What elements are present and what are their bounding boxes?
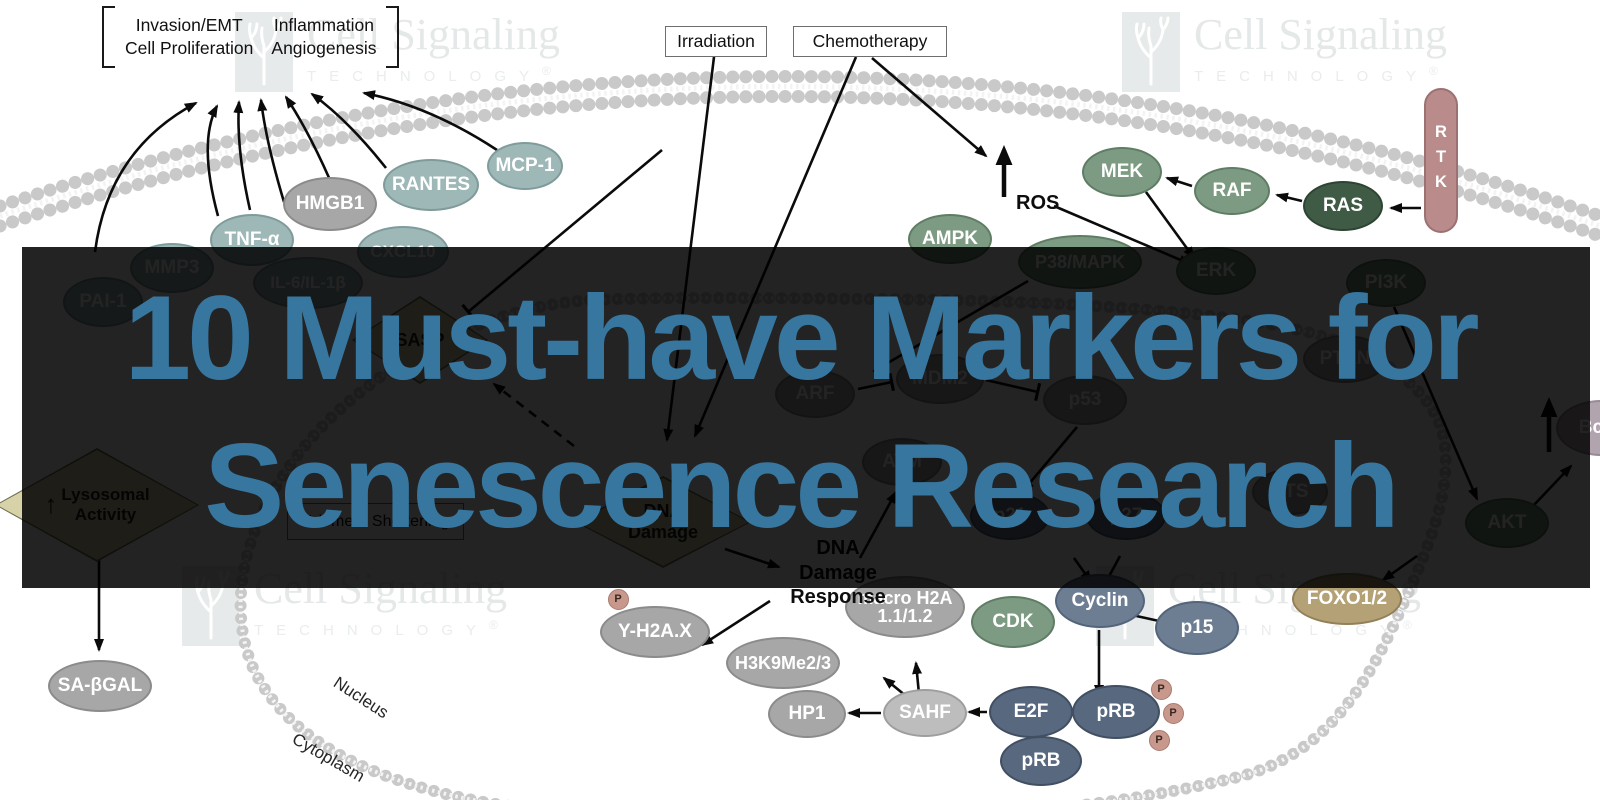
irradiation-label: Irradiation — [677, 31, 755, 51]
bracket-left — [102, 6, 115, 68]
node-prb2: pRB — [1000, 736, 1082, 786]
phospho-mark: P — [1162, 702, 1184, 724]
banner-title-line1: 10 Must-have Markers for — [124, 271, 1479, 405]
node-cdk: CDK — [971, 596, 1055, 648]
rtk-letter: K — [1435, 173, 1447, 191]
node-raf: RAF — [1194, 167, 1270, 215]
node-hp1: HP1 — [768, 690, 846, 738]
dark-banner-overlay — [22, 247, 1590, 588]
bracket-right — [386, 6, 400, 68]
node-hmgb1: HMGB1 — [283, 177, 377, 231]
node-e2f: E2F — [989, 686, 1073, 738]
phospho-mark: P — [1150, 678, 1172, 700]
chemotherapy-box: Chemotherapy — [793, 26, 947, 57]
rtk-letter: R — [1435, 123, 1447, 141]
phospho-mark: P — [607, 588, 629, 610]
node-mcp1: MCP-1 — [487, 142, 563, 190]
rtk-letter: T — [1435, 148, 1447, 166]
chemotherapy-label: Chemotherapy — [812, 31, 928, 51]
node-h3k9me: H3K9Me2/3 — [726, 637, 840, 689]
outcomes-bracket: Invasion/EMT Cell Proliferation Inflamma… — [102, 6, 400, 68]
node-p15: p15 — [1155, 601, 1239, 655]
irradiation-box: Irradiation — [665, 26, 767, 57]
outcome-invasion-emt: Invasion/EMT — [135, 15, 243, 35]
node-ras: RAS — [1303, 181, 1383, 231]
node-mek: MEK — [1082, 147, 1162, 197]
node-sabgal: SA-βGAL — [48, 660, 152, 712]
node-yh2ax: Y-H2A.X — [600, 606, 710, 658]
outcome-cell-proliferation: Cell Proliferation — [125, 38, 254, 58]
outcome-inflammation: Inflammation — [273, 15, 375, 35]
bracket-col1: Invasion/EMT Cell Proliferation — [125, 15, 253, 59]
phospho-mark: P — [1148, 729, 1170, 751]
banner-title-line2: Senescence Research — [204, 419, 1400, 553]
ddr-line3: Response — [790, 586, 886, 608]
outcome-angiogenesis: Angiogenesis — [271, 38, 377, 58]
ros-label: ROS — [1016, 192, 1060, 214]
bracket-col2: Inflammation Angiogenesis — [271, 15, 376, 59]
node-prb: pRB — [1072, 685, 1160, 739]
node-rantes: RANTES — [383, 159, 479, 211]
node-sahf: SAHF — [883, 689, 967, 737]
